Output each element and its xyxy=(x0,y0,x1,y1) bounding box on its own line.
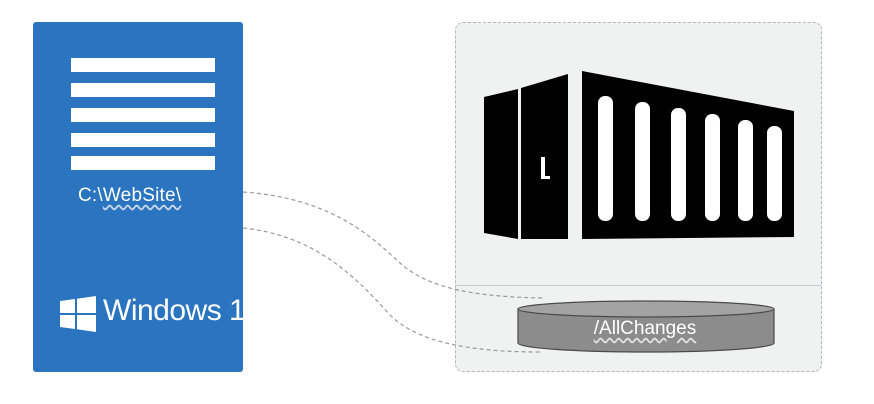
path-prefix: C:\ xyxy=(78,185,103,206)
windows-flag-icon xyxy=(60,296,96,332)
server-bar xyxy=(71,58,215,72)
mapping-line xyxy=(242,191,546,299)
path-folder: WebSite\ xyxy=(102,185,182,206)
shipping-container-icon xyxy=(484,71,794,239)
volume-cylinder-icon xyxy=(517,300,775,353)
volume-label-text: /AllChanges xyxy=(593,318,697,339)
server-bar xyxy=(71,133,215,147)
container-divider xyxy=(456,285,821,286)
server-bar xyxy=(71,108,215,122)
server-bar xyxy=(71,83,215,97)
server-bar xyxy=(71,156,215,170)
server-stack-icon xyxy=(71,58,215,170)
host-folder-path: C:\WebSite\ xyxy=(78,185,181,207)
volume-label: /AllChanges xyxy=(517,318,773,340)
host-machine-panel: C:\WebSite\ Windows 10 xyxy=(33,22,262,372)
mapping-line xyxy=(242,227,541,353)
os-name: Windows 10 xyxy=(103,294,262,327)
